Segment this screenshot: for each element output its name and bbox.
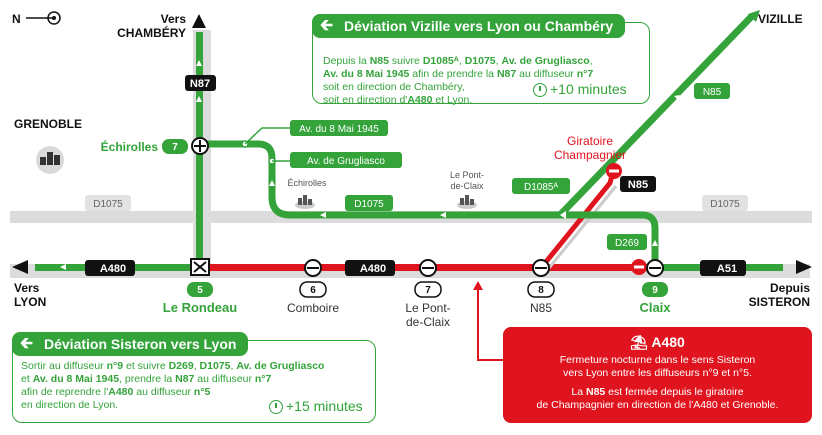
deviation-sisteron-title: 🡰Déviation Sisteron vers Lyon	[12, 332, 249, 356]
closure-pointer-arrow-icon	[473, 281, 483, 290]
echirolles-small-label: Échirolles	[287, 178, 327, 188]
n85-black-shield	[620, 176, 656, 192]
interchange-claix-icon	[646, 259, 664, 277]
d269-shield	[607, 234, 647, 250]
no-entry-icon	[606, 163, 622, 179]
arrow-vizille-icon	[748, 10, 760, 22]
interchange-pontdeclaix-icon	[419, 259, 437, 277]
d1075-grey-left-label: D1075	[93, 199, 123, 210]
sisteron-from: Depuis	[770, 281, 810, 295]
arrow-north-icon	[192, 14, 206, 28]
deviation-vizille-text: Depuis la N85 suivre D1085ᴬ, D1075, Av. …	[323, 55, 594, 106]
interchange-comboire-icon	[304, 259, 322, 277]
pontdeclaix-small-2: de-Claix	[450, 181, 484, 191]
d1085a-label: D1085ᴬ	[524, 182, 558, 193]
vizille-label: VIZILLE	[758, 12, 803, 26]
a480-shield-mid-label: A480	[360, 263, 386, 275]
arrow-left-icon: 🡰	[20, 335, 33, 352]
exit-badge-7: 7	[414, 281, 442, 298]
exit-8-name: N85	[530, 301, 552, 315]
av-grugliasco-label: Av. de Grugliasco	[307, 156, 385, 167]
n85-green-shield	[694, 83, 730, 99]
deviation-vizille-time: +10 minutes	[533, 82, 627, 97]
giratoire-label-2: Champagnier	[554, 148, 626, 162]
a480-shield-left-label: A480	[100, 263, 126, 275]
deviation-sisteron-text: Sortir au diffuseur n°9 et suivre D269, …	[21, 360, 325, 411]
arrow-east-icon	[796, 260, 812, 274]
chambery-vers: Vers	[161, 12, 187, 26]
n87-shield-label: N87	[190, 78, 210, 90]
highway-icon: ⛱	[630, 334, 652, 350]
exit-badge-7-echirolles: 7	[162, 139, 188, 154]
pontdeclaix-small-1: Le Pont-	[450, 170, 484, 180]
deviation-vizille-title: 🡰Déviation Vizille vers Lyon ou Chambéry	[312, 14, 626, 38]
d1075-green-label: D1075	[354, 199, 384, 210]
clock-icon	[269, 400, 283, 414]
svg-text:9: 9	[652, 285, 658, 296]
town-icon	[295, 195, 315, 209]
closure-p2-l1: La N85 est fermée depuis le giratoire	[571, 386, 744, 398]
grenoble-label: GRENOBLE	[14, 117, 82, 131]
no-entry-icon	[631, 259, 647, 275]
closure-pointer	[477, 287, 503, 361]
exit-badge-6: 6	[299, 281, 327, 298]
chambery-label: CHAMBÉRY	[117, 25, 186, 40]
deviation-sisteron-time: +15 minutes	[269, 399, 363, 414]
svg-text:7: 7	[425, 285, 431, 296]
clock-icon	[533, 83, 547, 97]
n87-shield	[185, 75, 216, 91]
a51-shield	[700, 260, 746, 276]
interchange-rondeau-icon	[190, 258, 210, 276]
svg-text:5: 5	[197, 285, 203, 296]
d1075-grey-right-label: D1075	[710, 199, 740, 210]
n85-green-label: N85	[703, 87, 722, 98]
giratoire-label-1: Giratoire	[567, 134, 613, 148]
exit-badge-9: 9	[642, 282, 668, 297]
av-grugliasco-shield	[290, 152, 402, 168]
d1075-grey-shield-right	[702, 195, 748, 211]
closure-p1-l1: Fermeture nocturne dans le sens Sisteron	[559, 354, 756, 366]
closure-p1-l2: vers Lyon entre les diffuseurs n°9 et n°…	[563, 367, 752, 379]
closure-panel: ⛱ A480 Fermeture nocturne dans le sens S…	[503, 327, 812, 423]
interchange-n85-icon	[532, 259, 550, 277]
echirolles-exit-label: Échirolles	[101, 139, 159, 154]
exit-6-name: Comboire	[287, 301, 339, 315]
svg-text:8: 8	[538, 285, 544, 296]
arrow-left-icon: 🡰	[320, 17, 333, 34]
lyon-label: LYON	[14, 295, 46, 309]
av-8mai-label: Av. du 8 Mai 1945	[299, 124, 379, 135]
exit-7-name-1: Le Pont-	[405, 301, 450, 315]
exit-badge-5: 5	[187, 282, 213, 297]
exit-badge-8: 8	[527, 281, 555, 298]
exit-5-name: Le Rondeau	[163, 300, 237, 315]
a51-shield-label: A51	[717, 263, 737, 275]
arrow-west-icon	[12, 260, 28, 274]
closure-p2-l2: de Champagnier en direction de l'A480 et…	[536, 399, 779, 411]
town-icon	[457, 195, 477, 209]
d1085a-shield	[512, 178, 570, 194]
av-8mai-shield	[290, 120, 388, 136]
closure-title: ⛱ A480	[630, 334, 685, 350]
n85-green-route	[557, 13, 755, 218]
svg-text:6: 6	[310, 285, 316, 296]
exit-7-name-2: de-Claix	[406, 315, 450, 329]
sisteron-label: SISTERON	[749, 295, 810, 309]
n85-black-label: N85	[628, 179, 648, 191]
interchange-echirolles-icon	[191, 137, 209, 155]
a480-shield-left	[85, 260, 135, 276]
d269-label: D269	[615, 238, 639, 249]
d1075-grey-shield-left	[85, 195, 131, 211]
lyon-vers: Vers	[14, 281, 40, 295]
d1075-green-shield	[345, 195, 393, 211]
exit-9-name: Claix	[639, 300, 671, 315]
deviation-green-route	[203, 140, 659, 268]
compass-north-label: N	[12, 12, 21, 26]
a480-shield-mid	[345, 260, 395, 276]
city-icon	[36, 146, 64, 174]
compass-icon	[26, 11, 61, 25]
svg-text:7: 7	[172, 142, 178, 153]
